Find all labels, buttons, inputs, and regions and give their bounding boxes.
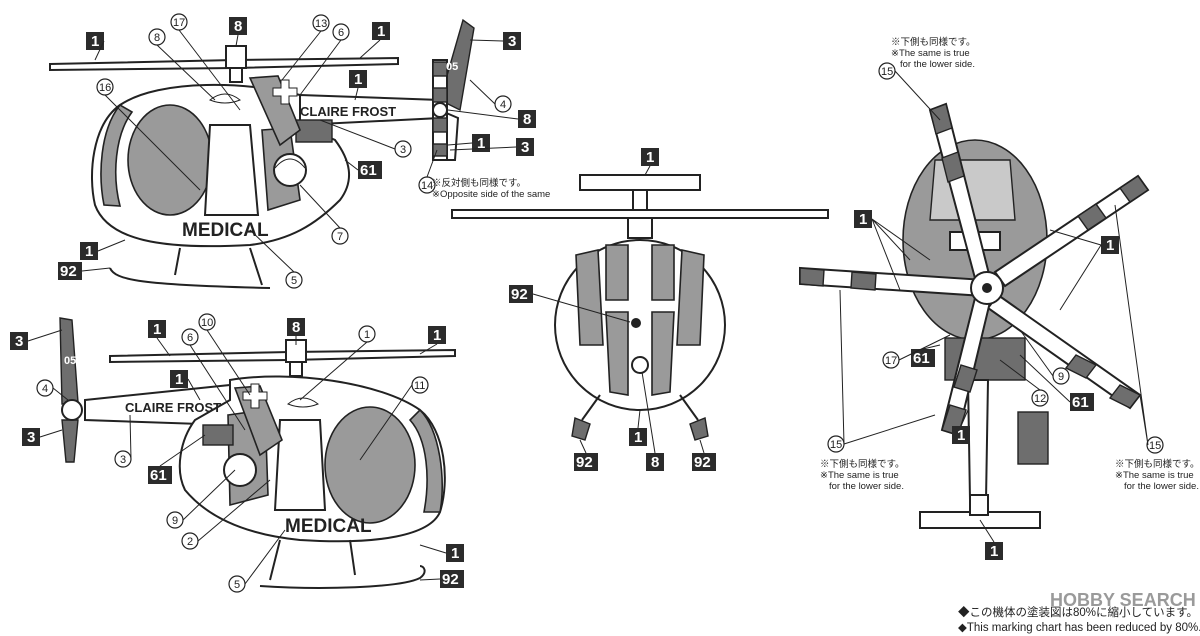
svg-text:3: 3 [27,429,35,446]
svg-text:1: 1 [990,543,998,560]
svg-text:1: 1 [85,243,93,260]
note-lower-en2-left: for the lower side. [829,481,904,492]
svg-text:10: 10 [201,317,213,329]
front-view [451,174,829,441]
callouts-view-1: 1 8 1 1 3 8 1 3 61 1 92 17 8 13 6 16 4 3… [58,13,550,289]
note-opposite-en: ※Opposite side of the same [432,189,550,200]
note-lower-jp-left: ※下側も同様です。 [820,458,905,470]
svg-text:92: 92 [442,571,459,588]
svg-text:15: 15 [830,439,842,451]
side-view-left: CLAIRE FROST MEDICAL 05 [49,18,475,289]
note-opposite-jp: ※反対側も同様です。 [432,177,526,189]
svg-text:8: 8 [651,454,659,471]
decal-medical: MEDICAL [182,220,269,241]
callouts-view-4: 1 1 61 61 1 1 15 17 9 12 15 15 ※下側も同様です。… [820,36,1200,560]
footer-note-jp: ◆この機体の塗装図は80%に縮小しています。 [958,605,1198,619]
svg-text:17: 17 [173,17,185,29]
note-lower-jp-right: ※下側も同様です。 [1115,458,1200,470]
svg-text:15: 15 [1149,440,1161,452]
svg-text:3: 3 [15,333,23,350]
tail-rotor [432,59,448,161]
svg-text:4: 4 [500,99,506,111]
svg-text:8: 8 [292,319,300,336]
svg-text:8: 8 [154,32,160,44]
svg-text:1: 1 [91,33,99,50]
svg-text:92: 92 [694,454,711,471]
svg-text:6: 6 [187,332,193,344]
svg-text:92: 92 [60,263,77,280]
decal-tail-number-right: 05 [64,355,76,367]
svg-text:1: 1 [354,71,362,88]
svg-text:4: 4 [42,383,48,395]
svg-text:1: 1 [957,427,965,444]
decal-claire-frost-right: CLAIRE FROST [125,400,221,415]
svg-text:61: 61 [913,350,930,367]
svg-text:61: 61 [1072,394,1089,411]
callouts-view-2: 3 1 8 1 1 3 61 1 92 10 6 1 11 4 3 9 2 5 [10,313,464,593]
svg-text:92: 92 [511,286,528,303]
top-rotor [799,102,1150,437]
svg-text:14: 14 [421,180,433,192]
note-lower-en1-right: ※The same is true [1115,470,1194,481]
svg-text:16: 16 [99,82,111,94]
note-lower-en1-top: ※The same is true [891,48,970,59]
svg-text:8: 8 [523,111,531,128]
note-lower-en1-left: ※The same is true [820,470,899,481]
svg-text:3: 3 [120,454,126,466]
decal-tail-number: 05 [446,61,458,73]
svg-text:5: 5 [234,579,240,591]
svg-text:1: 1 [477,135,485,152]
watermark-brand: HOBBY SEARCH [1050,590,1196,610]
svg-text:1: 1 [153,321,161,338]
decal-medical-right: MEDICAL [285,516,372,537]
svg-text:1: 1 [175,371,183,388]
svg-text:7: 7 [337,231,343,243]
svg-text:17: 17 [885,355,897,367]
svg-text:1: 1 [1106,237,1114,254]
svg-text:12: 12 [1034,393,1046,405]
svg-text:11: 11 [414,380,425,392]
svg-text:9: 9 [172,515,178,527]
svg-text:1: 1 [364,329,370,341]
svg-text:6: 6 [338,27,344,39]
callouts-view-3: 1 92 1 92 8 92 [509,148,716,471]
svg-text:9: 9 [1058,371,1064,383]
decal-claire-frost: CLAIRE FROST [300,104,396,119]
svg-text:1: 1 [451,545,459,562]
svg-text:3: 3 [508,33,516,50]
svg-text:8: 8 [234,18,242,35]
side-view-right: CLAIRE FROST MEDICAL 05 [59,317,456,589]
svg-text:15: 15 [881,66,893,78]
svg-text:1: 1 [433,327,441,344]
svg-text:5: 5 [291,275,297,287]
svg-text:13: 13 [315,18,327,30]
note-lower-en2-top: for the lower side. [900,59,975,70]
svg-text:2: 2 [187,536,193,548]
svg-text:3: 3 [400,144,406,156]
note-lower-jp-top: ※下側も同様です。 [891,36,976,48]
svg-text:61: 61 [360,162,377,179]
svg-text:61: 61 [150,467,167,484]
svg-text:1: 1 [859,211,867,228]
note-lower-en2-right: for the lower side. [1124,481,1199,492]
svg-text:1: 1 [634,429,642,446]
svg-text:3: 3 [521,139,529,156]
footer-note-en: ◆This marking chart has been reduced by … [958,622,1200,634]
svg-text:1: 1 [646,149,654,166]
svg-text:1: 1 [377,23,385,40]
svg-text:92: 92 [576,454,593,471]
